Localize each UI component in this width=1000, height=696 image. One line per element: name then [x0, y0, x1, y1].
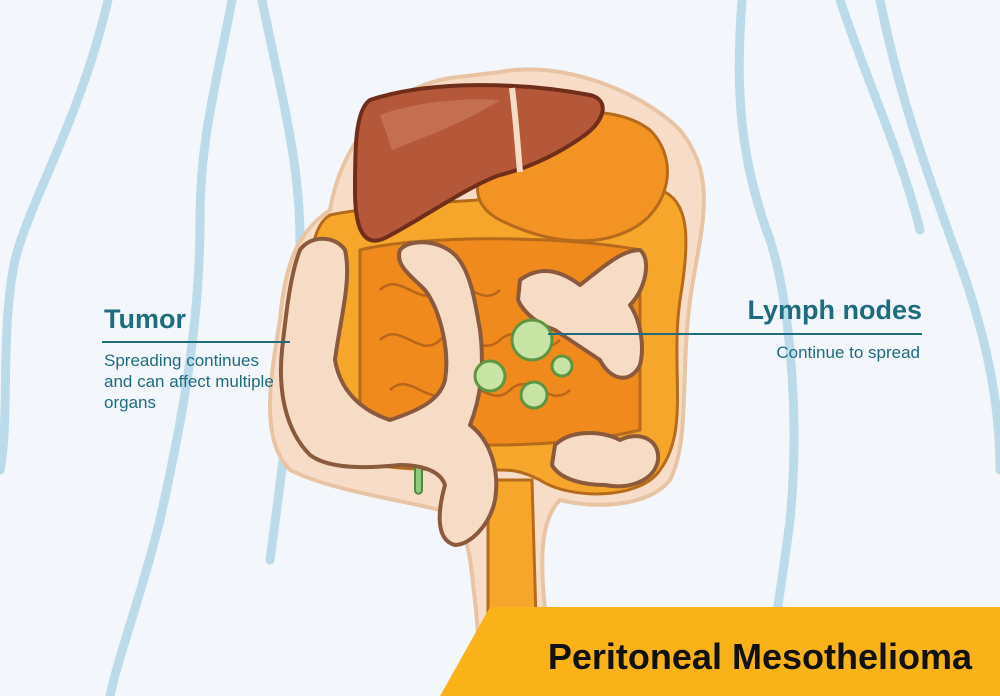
liver-ligament — [509, 87, 523, 173]
liver-highlight — [380, 99, 500, 150]
lymph-node — [473, 359, 507, 393]
lymph-nodes — [473, 318, 574, 410]
page-title: Peritoneal Mesothelioma — [547, 636, 972, 677]
title-banner-background — [440, 607, 1000, 696]
tumor-label-description: Spreading continues and can affect multi… — [104, 351, 274, 412]
tumor-label-title: Tumor — [104, 304, 186, 334]
tumor-mass-right — [516, 248, 649, 380]
tumor-mass-left — [278, 236, 499, 547]
lymph-node — [519, 380, 549, 410]
lymph-node — [550, 354, 574, 378]
tumor-masses — [278, 236, 661, 547]
lymph-nodes-label-description: Continue to spread — [776, 343, 920, 362]
tumor-mass-lower-right — [550, 431, 661, 489]
lymph-node — [510, 318, 554, 362]
lymph-nodes-label-title: Lymph nodes — [747, 295, 922, 325]
